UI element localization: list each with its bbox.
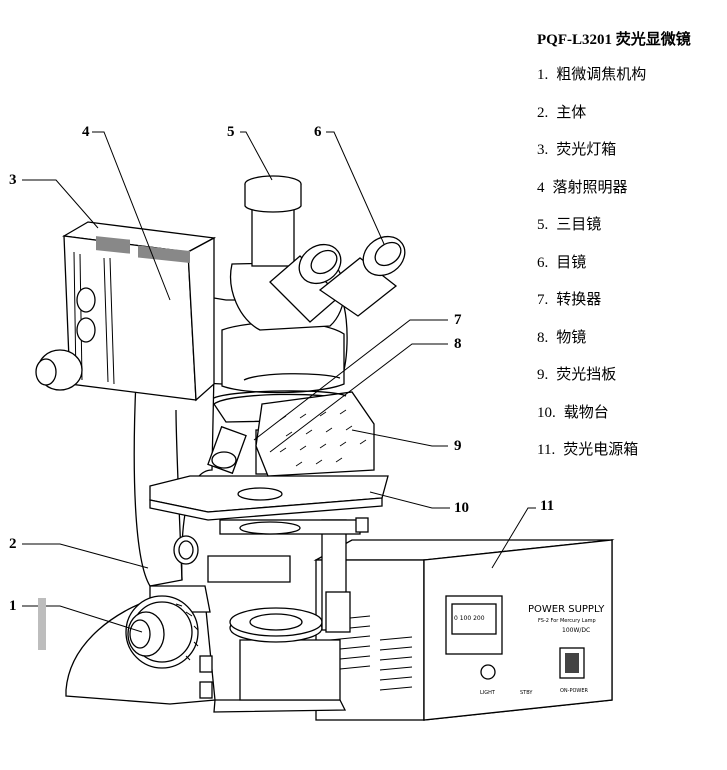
legend-number: 4: [537, 179, 545, 196]
legend-number: 9.: [537, 367, 549, 383]
callout-7: 7: [454, 312, 462, 328]
legend-number: 5.: [537, 217, 549, 233]
legend-number: 10.: [537, 404, 556, 421]
legend-label: 载物台: [563, 402, 609, 421]
lamp-house: [35, 221, 217, 402]
power-switch-label: ON-POWER: [560, 688, 589, 694]
light-knob-label: LIGHT: [480, 690, 496, 696]
power-panel-title: POWER SUPPLY: [528, 604, 605, 615]
legend-label: 粗微调焦机构: [556, 65, 647, 83]
legend-item: 4 落射照明器: [537, 175, 646, 213]
legend-number: 1.: [537, 67, 549, 83]
legend-item: 6. 目镜: [537, 250, 646, 288]
parts-legend: 1. 粗微调焦机构 2. 主体 3. 荧光灯箱 4 落射照明器 5. 三目镜 6. 目镜 7…: [537, 62, 646, 475]
eyepieces: [269, 235, 406, 323]
legend-label: 主体: [556, 102, 587, 121]
focus-knob: [125, 595, 199, 669]
legend-item: 8. 物镜: [537, 325, 646, 363]
legend-number: 3.: [537, 142, 549, 158]
callout-2: 2: [9, 536, 17, 552]
legend-label: 荧光挡板: [556, 365, 617, 383]
power-supply-box: [313, 539, 615, 721]
legend-label: 落射照明器: [552, 177, 628, 196]
legend-label: 物镜: [556, 327, 587, 346]
callout-6: 6: [314, 124, 322, 140]
leader-lines: [22, 131, 536, 633]
legend-number: 2.: [537, 104, 549, 121]
legend-label: 荧光电源箱: [563, 440, 639, 458]
legend-label: 目镜: [556, 252, 587, 271]
callout-8: 8: [454, 336, 462, 352]
callout-10: 10: [454, 500, 469, 516]
legend-item: 1. 粗微调焦机构: [537, 62, 646, 100]
legend-item: 7. 转换器: [537, 287, 646, 325]
legend-item: 2. 主体: [537, 100, 646, 138]
callout-5: 5: [227, 124, 235, 140]
callout-9: 9: [454, 438, 462, 454]
callout-3: 3: [9, 172, 17, 188]
callout-11: 11: [540, 498, 555, 514]
stby-label: STBY: [520, 690, 533, 696]
power-panel-spec: 100W/DC: [562, 627, 590, 634]
legend-item: 3. 荧光灯箱: [537, 137, 646, 175]
legend-item: 5. 三目镜: [537, 212, 646, 250]
power-panel-sub: FS-2 For Mercury Lamp: [538, 618, 596, 624]
legend-item: 9. 荧光挡板: [537, 362, 646, 400]
legend-label: 荧光灯箱: [556, 140, 617, 158]
fluorescence-shield: [255, 391, 375, 477]
legend-number: 11.: [537, 442, 556, 458]
gray-marker: [38, 598, 46, 650]
legend-item: 10. 载物台: [537, 400, 646, 438]
callout-4: 4: [82, 124, 90, 140]
meter-scale: 0 100 200: [454, 615, 485, 622]
legend-label: 三目镜: [556, 215, 602, 233]
callout-1: 1: [9, 598, 17, 614]
stage: [149, 475, 389, 565]
diagram-title: PQF-L3201 荧光显微镜: [537, 32, 691, 48]
legend-label: 转换器: [556, 290, 602, 308]
legend-number: 6.: [537, 254, 549, 271]
legend-number: 8.: [537, 329, 549, 346]
legend-number: 7.: [537, 292, 549, 308]
legend-item: 11. 荧光电源箱: [537, 437, 646, 475]
microscope-base: [65, 599, 347, 713]
